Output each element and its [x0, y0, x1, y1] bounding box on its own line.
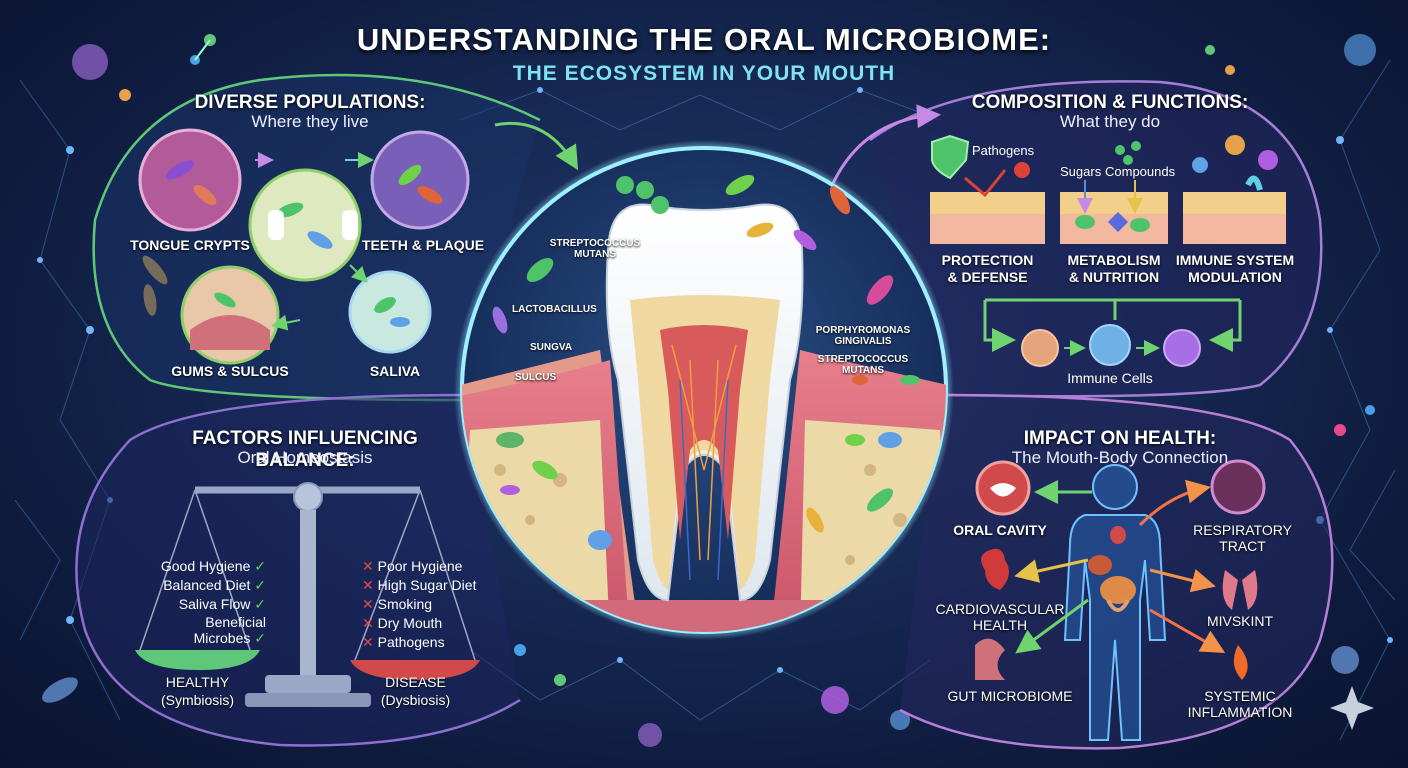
populations-illustrations	[138, 128, 470, 365]
populations-subheading: Where they live	[251, 112, 369, 131]
site-gums-sulcus: GUMS & SULCUS	[171, 363, 289, 379]
good-factor-item: Beneficial Microbes ✓	[193, 614, 266, 646]
bad-factors-list: ✕ Poor Hygiene ✕ High Sugar Diet ✕ Smoki…	[362, 557, 476, 652]
label-disease: DISEASE (Dysbiosis)	[380, 674, 451, 708]
bad-factor-item: ✕ Poor Hygiene	[362, 558, 463, 574]
good-factor-item: Balanced Diet ✓	[163, 577, 266, 593]
label-sulcus: SULCUS	[515, 372, 557, 383]
good-factors-list: Good Hygiene ✓ Balanced Diet ✓ Saliva Fl…	[148, 557, 266, 646]
impact-heading: IMPACT ON HEALTH:	[1023, 428, 1217, 449]
good-factor-item: Good Hygiene ✓	[160, 558, 266, 574]
label-porphyromonas-gingivalis: PORPHYROMONAS GINGIVALIS	[815, 325, 911, 347]
function-metabolism-nutrition: METABOLISM & NUTRITION	[1067, 252, 1161, 285]
composition-heading: COMPOSITION & FUNCTIONS:	[971, 92, 1249, 113]
label-streptococcus-mutans-1: STREPTOCOCCUS MUTANS	[549, 238, 641, 260]
organ-mivskint: MIVSKINT	[1206, 613, 1274, 629]
label-pathogens: Pathogens	[972, 143, 1035, 158]
bad-factor-item: ✕ Pathogens	[362, 634, 445, 650]
balance-scale-illustration	[135, 482, 480, 707]
bad-factor-item: ✕ High Sugar Diet	[362, 577, 477, 593]
factors-heading: FACTORS INFLUENCING BALANCE:	[192, 428, 418, 471]
organ-gut-microbiome: GUT MICROBIOME	[947, 688, 1073, 704]
function-immune-modulation: IMMUNE SYSTEM MODULATION	[1175, 252, 1295, 285]
organ-cardiovascular-health: CARDIOVASCULAR HEALTH	[935, 601, 1065, 633]
populations-heading: DIVERSE POPULATIONS:	[194, 92, 426, 113]
good-factor-item: Saliva Flow ✓	[178, 596, 266, 612]
organ-oral-cavity: ORAL CAVITY	[953, 522, 1047, 538]
page-subtitle: THE ECOSYSTEM IN YOUR MOUTH	[512, 62, 896, 85]
site-tongue-crypts: TONGUE CRYPTS	[130, 237, 250, 253]
page-title: UNDERSTANDING THE ORAL MICROBIOME:	[356, 22, 1052, 57]
label-immune-cells: Immune Cells	[1067, 370, 1153, 386]
label-healthy: HEALTHY (Symbiosis)	[160, 674, 235, 708]
factors-subheading: Oral Homeostasis	[237, 448, 373, 467]
sparkle-icon	[1330, 686, 1374, 730]
label-sugars: Sugars	[1060, 164, 1102, 179]
organ-respiratory-tract: RESPIRATORY TRACT	[1193, 522, 1292, 554]
organ-systemic-inflammation: SYSTEMIC INFLAMMATION	[1187, 688, 1293, 720]
bad-factor-item: ✕ Smoking	[362, 596, 433, 612]
site-teeth-plaque: TEETH & PLAQUE	[361, 237, 485, 253]
label-streptococcus-mutans-2: STREPTOCOCCUS MUTANS	[817, 354, 909, 376]
function-protection-defense: PROTECTION & DEFENSE	[941, 252, 1034, 285]
composition-subheading: What they do	[1059, 112, 1161, 131]
label-compounds: Compounds	[1105, 164, 1176, 179]
human-body-illustration	[975, 459, 1266, 741]
label-lactobacillus: LACTOBACILLUS	[512, 304, 597, 315]
composition-illustrations	[930, 134, 1286, 367]
impact-subheading: The Mouth-Body Connection	[1011, 448, 1229, 467]
label-sungva: SUNGVA	[530, 342, 573, 353]
site-saliva: SALIVA	[369, 363, 421, 379]
bad-factor-item: ✕ Dry Mouth	[362, 615, 443, 631]
